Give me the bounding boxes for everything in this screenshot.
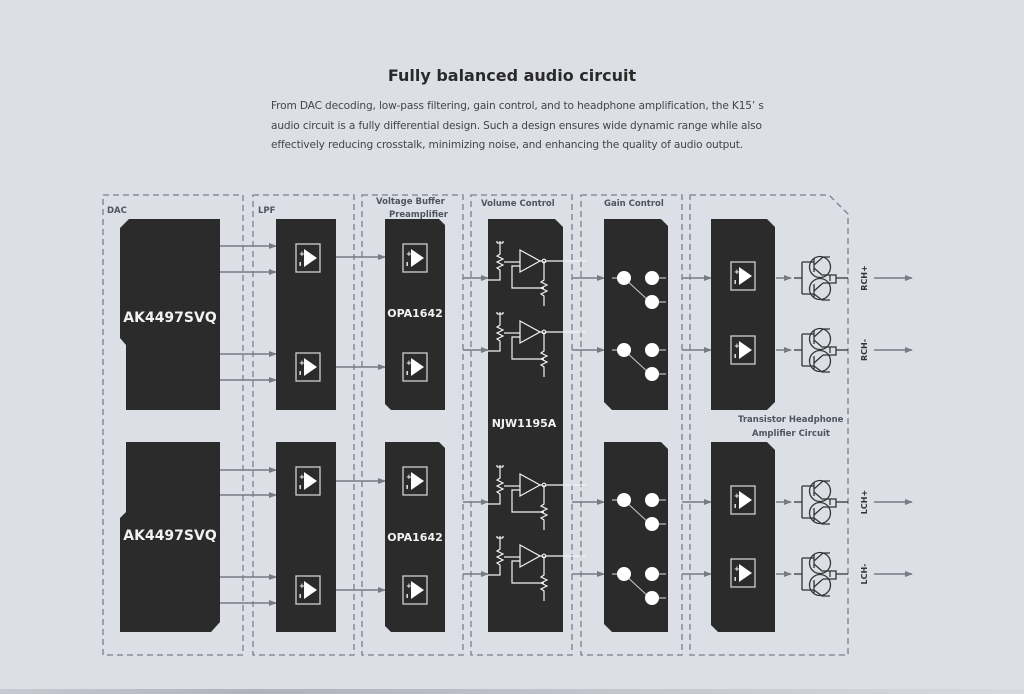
transistor-pair-icon: [793, 327, 849, 373]
opamp-icon: [730, 558, 756, 588]
stage-label-lpf: LPF: [258, 206, 276, 216]
chip-buffer-bottom: [385, 442, 445, 632]
chip-gain-top: [604, 219, 668, 410]
opamp-icon: [295, 352, 321, 382]
opamp-icon: [402, 466, 428, 496]
chip-label-buffer-bottom: OPA1642: [387, 531, 443, 544]
page-title: Fully balanced audio circuit: [387, 66, 637, 85]
stage-box-buffer: [361, 194, 464, 656]
chip-dac-bottom: [120, 442, 220, 632]
output-label-lch-plus: LCH+: [860, 490, 869, 514]
chip-label-volume: NJW1195A: [492, 417, 557, 430]
stage-label-buffer: Voltage Buffer: [376, 197, 446, 207]
opamp-icon: [730, 335, 756, 365]
description-line: effectively reducing crosstalk, minimizi…: [271, 139, 743, 152]
transistor-pair-icon: [793, 551, 849, 597]
chip-dac-top: [120, 219, 220, 410]
description-line: From DAC decoding, low-pass filtering, g…: [271, 100, 764, 112]
chip-gain-bottom: [604, 442, 668, 632]
chip-amp-bottom: [711, 442, 775, 632]
stage-box-gain: [580, 194, 683, 656]
output-label-rch-minus: RCH-: [860, 339, 869, 361]
stage-label-amp: Transistor Headphone: [738, 415, 844, 425]
output-label-lch-minus: LCH-: [860, 564, 869, 585]
stage-label-volume: Volume Control: [481, 199, 555, 209]
opamp-icon: [295, 466, 321, 496]
transistor-pair-icon: [793, 255, 849, 301]
transistor-pair-icon: [793, 479, 849, 525]
opamp-icon: [730, 261, 756, 291]
wires: [220, 243, 913, 606]
stage-label-buffer-2: Preamplifier: [389, 210, 449, 220]
opamp-icon: [402, 575, 428, 605]
opamp-icon: [402, 243, 428, 273]
chip-label-dac-top: AK4497SVQ: [123, 310, 217, 326]
description-line: audio circuit is a fully differential de…: [271, 119, 762, 132]
bottom-scroll-shadow: [0, 689, 1024, 694]
chip-buffer-top: [385, 219, 445, 410]
opamp-icon: [402, 352, 428, 382]
opamp-icon: [730, 485, 756, 515]
chip-label-dac-bottom: AK4497SVQ: [123, 528, 217, 544]
chip-amp-top: [711, 219, 775, 410]
stage-box-volume: [470, 194, 573, 656]
description: From DAC decoding, low-pass filtering, g…: [271, 97, 771, 156]
chip-label-buffer-top: OPA1642: [387, 307, 443, 320]
stage-box-lpf: [252, 194, 355, 656]
stage-label-gain: Gain Control: [604, 199, 664, 209]
stage-label-amp-2: Amplifier Circuit: [752, 429, 830, 439]
stage-box-dac: [102, 194, 244, 656]
stage-label-dac: DAC: [107, 206, 127, 216]
output-label-rch-plus: RCH+: [860, 265, 869, 290]
stage-box-amp: [689, 194, 849, 656]
opamp-icon: [295, 243, 321, 273]
opamp-icon: [295, 575, 321, 605]
